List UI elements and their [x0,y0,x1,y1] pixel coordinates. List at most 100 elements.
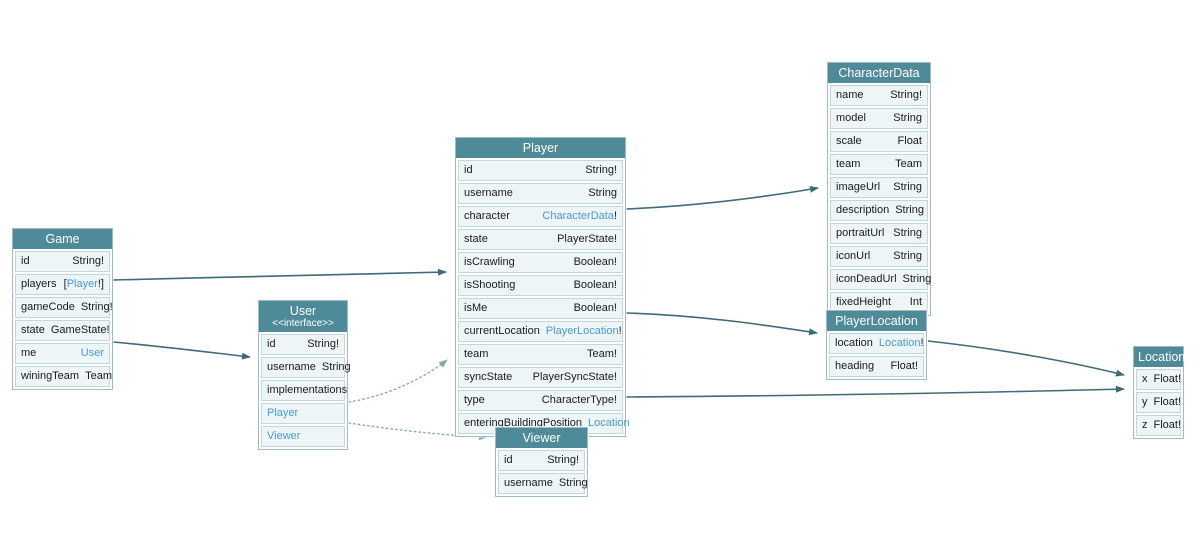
field-row-viewer-username[interactable]: username String [498,473,588,494]
field-name: winingTeam [21,370,80,382]
implementation-row-viewer[interactable]: Viewer [261,426,345,447]
field-row-characterdata-description[interactable]: description String [830,200,928,221]
edge-user-implementation-viewer[interactable] [348,422,488,441]
field-row-playerlocation-location[interactable]: location Location! [829,333,924,354]
edge-playerlocation-location-to-location[interactable] [927,340,1125,377]
implementations-label-row: implementations [261,380,348,401]
field-row-player-username[interactable]: username String [458,183,623,204]
field-type: String [893,112,922,124]
field-name: model [836,112,866,124]
field-name: syncState [464,371,513,383]
table-header-player[interactable]: Player [456,138,625,158]
edge-player-character-to-characterdata[interactable] [625,185,819,210]
field-row-characterdata-scale[interactable]: scale Float [830,131,928,152]
field-row-user-id[interactable]: id String! [261,334,345,355]
field-name: me [21,347,37,359]
field-row-player-character[interactable]: character CharacterData! [458,206,623,227]
field-name: z [1142,419,1148,431]
field-row-location-x[interactable]: x Float! [1136,369,1181,390]
field-row-player-iscrawling[interactable]: isCrawling Boolean! [458,252,623,273]
field-row-player-type[interactable]: type CharacterType! [458,390,623,411]
edge-player-enteringbuildingposition-to-location[interactable] [625,385,1125,398]
field-row-characterdata-portraiturl[interactable]: portraitUrl String [830,223,928,244]
field-row-characterdata-iconurl[interactable]: iconUrl String [830,246,928,267]
field-type: Float! [1153,373,1182,385]
edge-player-currentlocation-to-playerlocation[interactable] [625,312,818,336]
field-row-game-me[interactable]: me User [15,343,110,364]
field-type: CharacterData! [542,210,617,222]
field-type: Boolean! [573,279,617,291]
field-name: enteringBuildingPosition [464,417,583,429]
implementation-row-player[interactable]: Player [261,403,345,424]
field-type: String [893,181,922,193]
field-type: Team [895,158,922,170]
field-row-characterdata-icondeadurl[interactable]: iconDeadUrl String [830,269,931,290]
edge-user-implementation-player[interactable] [348,359,448,403]
table-title: Location [1138,350,1186,364]
field-row-user-username[interactable]: username String [261,357,351,378]
type-link-player[interactable]: Player [267,407,299,419]
table-header-location[interactable]: Location [1134,347,1186,367]
table-title: User [289,304,317,318]
field-type: String! [307,338,339,350]
field-row-playerlocation-heading[interactable]: heading Float! [829,356,924,377]
edge-game-me-to-user[interactable] [112,341,251,360]
field-row-player-state[interactable]: state PlayerState! [458,229,623,250]
table-characterdata: CharacterData name String! model String … [827,62,931,316]
field-name: description [836,204,890,216]
field-row-characterdata-name[interactable]: name String! [830,85,928,106]
field-row-player-id[interactable]: id String! [458,160,623,181]
field-row-player-syncstate[interactable]: syncState PlayerSyncState! [458,367,623,388]
type-link-user[interactable]: User [80,347,104,359]
table-header-playerlocation[interactable]: PlayerLocation [827,311,926,331]
field-type: User [81,347,104,360]
field-type: Float! [1153,396,1182,408]
field-row-player-currentlocation[interactable]: currentLocation PlayerLocation! [458,321,623,342]
field-row-player-team[interactable]: team Team! [458,344,623,365]
field-name: gameCode [21,301,75,313]
table-header-viewer[interactable]: Viewer [496,428,587,448]
field-row-game-id[interactable]: id String! [15,251,110,272]
type-link-location[interactable]: Location [878,337,921,349]
field-name: currentLocation [464,325,540,337]
table-header-characterdata[interactable]: CharacterData [828,63,930,83]
table-user: User <<interface>> id String! username S… [258,300,351,450]
field-type: String! [547,454,579,466]
field-row-characterdata-fixedheight[interactable]: fixedHeight Int [830,292,928,313]
field-row-characterdata-model[interactable]: model String [830,108,928,129]
field-row-game-winingteam[interactable]: winingTeam Team [15,366,112,387]
type-link-characterdata[interactable]: CharacterData [542,210,614,222]
interface-stereotype: <<interface>> [272,318,334,329]
field-type: Location! [878,337,924,349]
field-row-characterdata-team[interactable]: team Team [830,154,928,175]
field-row-location-y[interactable]: y Float! [1136,392,1181,413]
field-type: PlayerLocation! [545,325,622,337]
field-row-player-isshooting[interactable]: isShooting Boolean! [458,275,623,296]
table-title: CharacterData [838,66,920,80]
field-row-game-gamecode[interactable]: gameCode String! [15,297,113,318]
field-name: isMe [464,302,488,314]
field-row-game-state[interactable]: state GameState! [15,320,110,341]
field-name: id [21,255,30,267]
field-row-game-players[interactable]: players [Player!] [15,274,110,295]
type-link-playerlocation[interactable]: PlayerLocation [545,325,619,337]
field-name: state [21,324,45,336]
type-link-player[interactable]: Player [66,278,98,290]
field-row-location-z[interactable]: z Float! [1136,415,1181,436]
edge-game-players-to-player[interactable] [112,268,447,281]
field-type: String! [585,164,617,176]
field-name: username [504,477,553,489]
field-type: [Player!] [63,278,104,290]
type-link-viewer[interactable]: Viewer [267,430,301,442]
table-header-game[interactable]: Game [13,229,112,249]
field-name: id [504,454,513,466]
type-link-location[interactable]: Location [588,417,630,429]
field-row-characterdata-imageurl[interactable]: imageUrl String [830,177,928,198]
implementations-label: implementations [267,384,348,396]
field-name: fixedHeight [836,296,892,308]
field-row-player-isme[interactable]: isMe Boolean! [458,298,623,319]
field-type: Team [85,370,112,382]
field-row-viewer-id[interactable]: id String! [498,450,585,471]
table-header-user[interactable]: User <<interface>> [259,301,347,332]
